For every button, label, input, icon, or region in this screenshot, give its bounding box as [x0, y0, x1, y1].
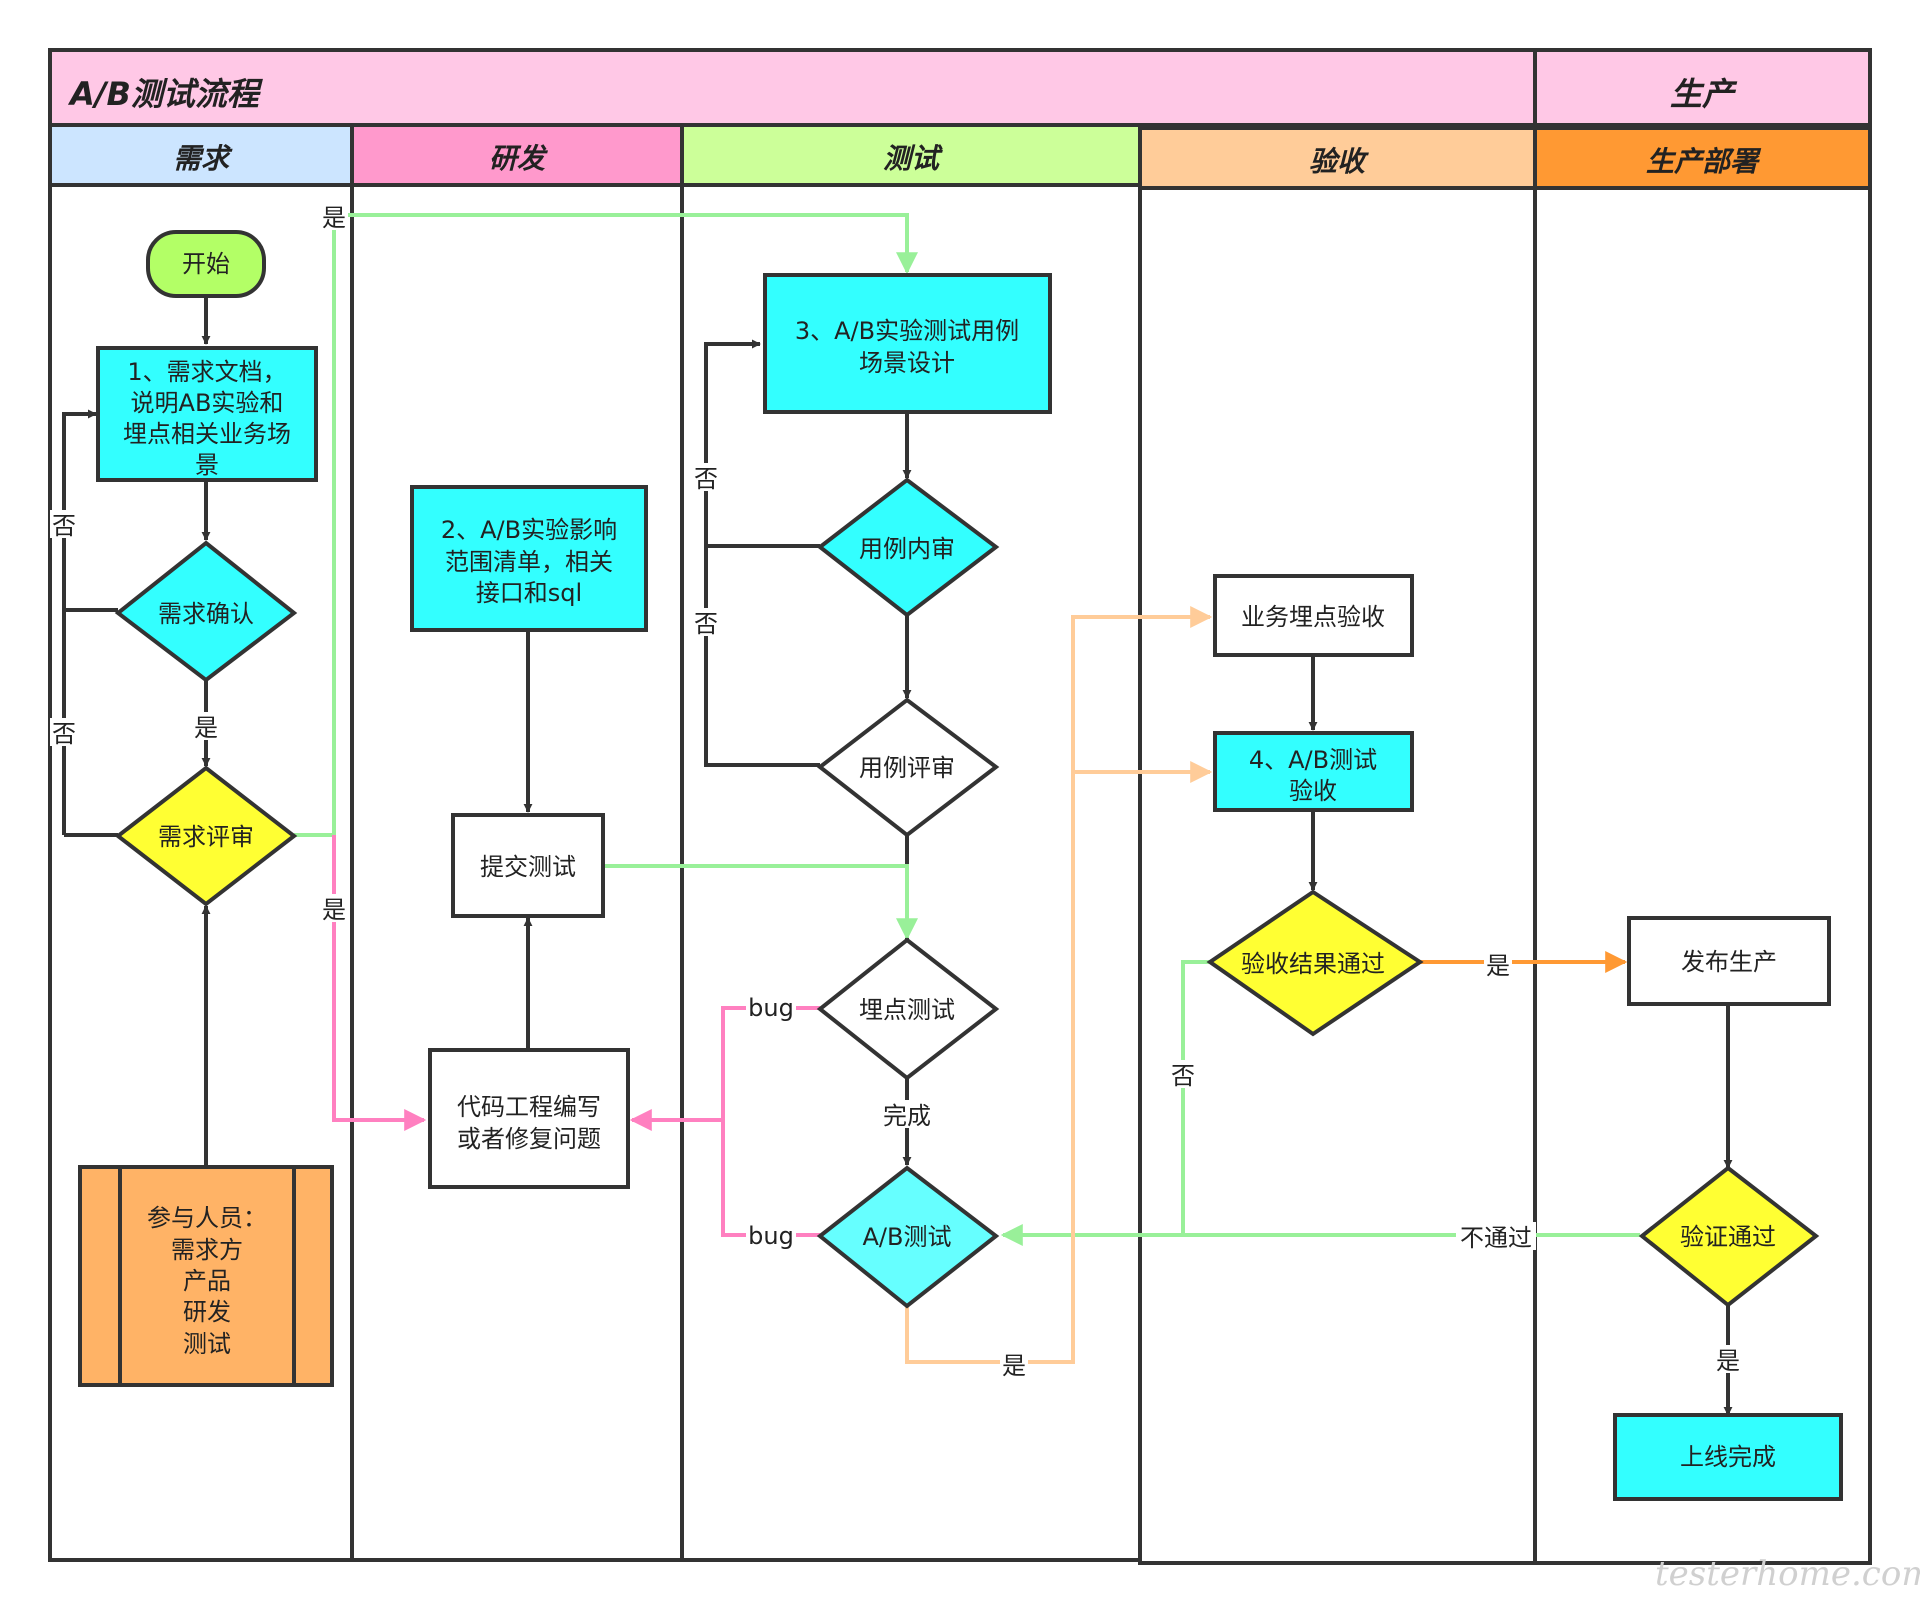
edge-label-no: 否 — [694, 465, 718, 493]
edge-label-yes: 是 — [322, 204, 346, 232]
node-participants-line: 需求方 — [171, 1236, 243, 1264]
node-biz-tracking-accept-label: 业务埋点验收 — [1241, 603, 1385, 631]
node-ab-test-label: A/B测试 — [863, 1223, 952, 1251]
diagram-title: A/B测试流程 — [67, 75, 264, 113]
node-accept-pass: 验收结果通过 — [1206, 889, 1424, 1037]
node-accept-pass-label: 验收结果通过 — [1241, 950, 1385, 978]
lane-header-test: 测试 — [680, 123, 1142, 187]
node-participants-line: 参与人员： — [147, 1204, 267, 1232]
edge-label-no: 否 — [52, 720, 76, 748]
lane-label-deploy: 生产部署 — [1646, 145, 1762, 178]
lane-label-req: 需求 — [173, 142, 233, 175]
edge-label-no: 否 — [52, 512, 76, 540]
edge-label-done: 完成 — [883, 1102, 931, 1130]
production-header-label: 生产 — [1670, 75, 1738, 113]
node-participants-line: 研发 — [183, 1298, 231, 1326]
node-case-review-label: 用例评审 — [859, 754, 955, 782]
node-tracking-test-label: 埋点测试 — [859, 996, 955, 1024]
edge-label-yes: 是 — [1002, 1352, 1026, 1380]
lane-label-accept: 验收 — [1309, 145, 1369, 178]
node-req-doc-line: 埋点相关业务场 — [123, 420, 291, 448]
node-online-done-label: 上线完成 — [1680, 1443, 1776, 1471]
title-bar: A/B测试流程 — [48, 48, 1537, 127]
node-req-doc: 1、需求文档， 说明AB实验和 埋点相关业务场 景 — [96, 346, 318, 482]
production-header: 生产 — [1533, 48, 1872, 127]
node-dev-scope: 2、A/B实验影响 范围清单，相关 接口和sql — [410, 485, 648, 632]
node-case-design-line: 3、A/B实验测试用例 — [795, 317, 1019, 345]
node-case-design-line: 场景设计 — [859, 349, 955, 377]
node-code-fix-line: 或者修复问题 — [457, 1125, 601, 1153]
node-start-label: 开始 — [182, 250, 230, 278]
edge-labels: 是 是 否 否 是 否 否 bug bug 完成 是 是 否 不通过 是 — [50, 202, 1742, 1380]
node-tracking-test: 埋点测试 — [816, 937, 1000, 1081]
edge-label-yes: 是 — [322, 896, 346, 924]
lane-header-req: 需求 — [48, 123, 354, 187]
node-submit-test-label: 提交测试 — [480, 853, 576, 881]
node-ab-test: A/B测试 — [816, 1165, 1000, 1309]
edge-label-no: 否 — [694, 610, 718, 638]
edge-review-yes-to-code — [332, 835, 427, 1131]
node-req-doc-line: 说明AB实验和 — [131, 389, 284, 417]
edge-label-yes: 是 — [194, 714, 218, 742]
node-case-internal-label: 用例内审 — [859, 535, 955, 563]
node-req-confirm: 需求确认 — [114, 540, 298, 683]
node-participants: 参与人员： 需求方 产品 研发 测试 — [78, 1165, 334, 1387]
lane-bodies — [48, 183, 1872, 1565]
edge-label-no: 否 — [1171, 1062, 1195, 1090]
node-ab-accept-line: 验收 — [1289, 777, 1337, 805]
lane-header-dev: 研发 — [350, 123, 684, 187]
node-participants-line: 测试 — [183, 1330, 231, 1358]
node-case-review: 用例评审 — [816, 697, 1000, 838]
node-release: 发布生产 — [1627, 916, 1831, 1006]
lane-header-deploy: 生产部署 — [1533, 126, 1872, 190]
edge-review-no-test — [704, 546, 820, 767]
node-start: 开始 — [146, 230, 266, 298]
node-req-confirm-label: 需求确认 — [158, 600, 254, 628]
node-verify-pass-label: 验证通过 — [1680, 1223, 1776, 1251]
node-code-fix-line: 代码工程编写 — [457, 1093, 601, 1121]
node-req-doc-line: 景 — [195, 451, 219, 479]
edge-label-not-pass: 不通过 — [1460, 1224, 1532, 1252]
node-submit-test: 提交测试 — [451, 813, 605, 918]
node-ab-accept-line: 4、A/B测试 — [1249, 746, 1377, 774]
node-verify-pass: 验证通过 — [1638, 1165, 1820, 1308]
edge-accept-no — [1181, 960, 1213, 1235]
node-biz-tracking-accept: 业务埋点验收 — [1213, 574, 1414, 657]
edge-abtest-yes-to-biz — [905, 606, 1213, 1364]
node-req-review: 需求评审 — [114, 765, 298, 907]
edge-submit-to-tracking — [604, 864, 918, 941]
node-dev-scope-line: 范围清单，相关 — [445, 548, 613, 576]
node-dev-scope-line: 接口和sql — [476, 579, 582, 607]
edge-label-bug: bug — [748, 994, 794, 1022]
edge-label-bug: bug — [748, 1222, 794, 1250]
edge-bug-loops — [721, 1006, 820, 1237]
lane-header-accept: 验收 — [1138, 126, 1537, 190]
edge-label-yes: 是 — [1716, 1347, 1740, 1375]
edge-internal-no — [704, 339, 820, 548]
watermark: testerhome.com — [1655, 1554, 1920, 1594]
node-online-done: 上线完成 — [1613, 1413, 1843, 1501]
node-case-design: 3、A/B实验测试用例 场景设计 — [763, 273, 1052, 414]
node-code-fix: 代码工程编写 或者修复问题 — [428, 1048, 630, 1189]
lane-label-dev: 研发 — [489, 142, 548, 175]
node-req-review-label: 需求评审 — [158, 823, 254, 851]
edge-label-yes: 是 — [1486, 952, 1510, 980]
node-dev-scope-line: 2、A/B实验影响 — [441, 516, 617, 544]
node-req-doc-line: 1、需求文档， — [127, 358, 286, 386]
node-ab-accept: 4、A/B测试 验收 — [1213, 731, 1414, 812]
node-case-internal: 用例内审 — [816, 477, 1000, 618]
node-participants-line: 产品 — [183, 1267, 231, 1295]
lane-label-test: 测试 — [883, 142, 943, 175]
node-release-label: 发布生产 — [1681, 948, 1777, 976]
